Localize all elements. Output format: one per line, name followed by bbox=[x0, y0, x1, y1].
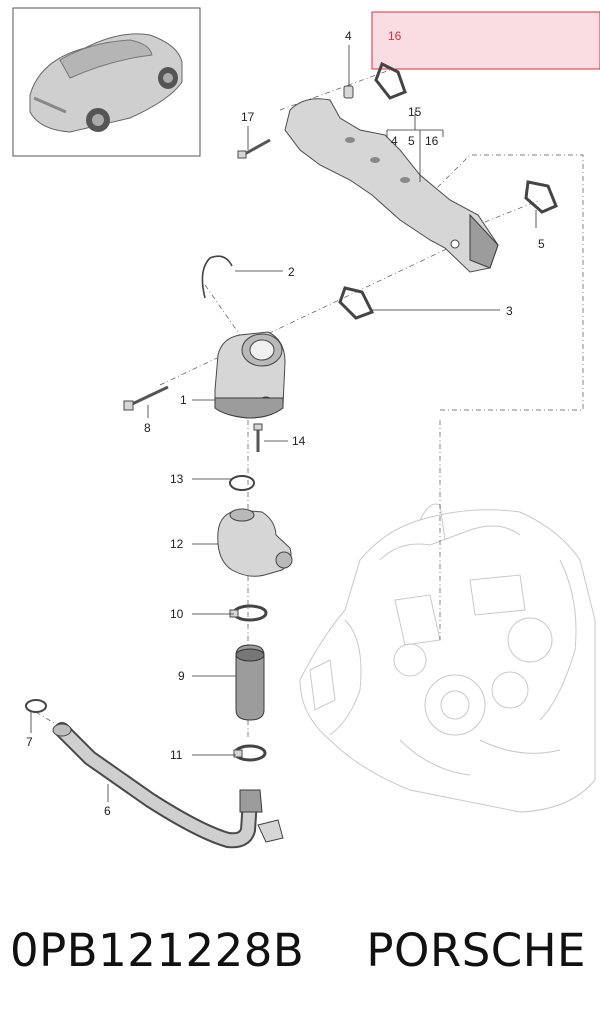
callout-7: 7 bbox=[26, 735, 33, 749]
callout-13: 13 bbox=[170, 472, 184, 486]
clamp-part-10 bbox=[229, 604, 268, 622]
thermostat-housing-part-1 bbox=[214, 331, 286, 419]
callout-8: 8 bbox=[144, 421, 151, 435]
part-number: 0PB121228B bbox=[10, 923, 305, 977]
callout-12: 12 bbox=[170, 537, 184, 551]
seal-part-5 bbox=[524, 180, 558, 214]
callout-17: 17 bbox=[241, 110, 255, 124]
coolant-manifold-part bbox=[284, 98, 499, 273]
group-member-5: 5 bbox=[408, 134, 415, 148]
group-label-15: 15 bbox=[408, 105, 422, 119]
seal-part-3 bbox=[338, 286, 375, 320]
group-member-16: 16 bbox=[425, 134, 439, 148]
group-member-4: 4 bbox=[391, 134, 398, 148]
pipe-part-6 bbox=[52, 722, 284, 849]
engine-background bbox=[299, 503, 596, 813]
assembly-lines bbox=[35, 69, 584, 740]
callout-labels: 4 17 15 4 5 16 5 2 3 1 8 14 13 12 10 9 7… bbox=[26, 29, 545, 818]
callout-2: 2 bbox=[288, 265, 295, 279]
clamp-part-11 bbox=[233, 744, 267, 762]
caption-bar: 0PB121228B PORSCHE bbox=[0, 905, 600, 995]
screw-part-14 bbox=[253, 423, 263, 452]
callout-3: 3 bbox=[506, 304, 513, 318]
brand-name: PORSCHE bbox=[366, 923, 586, 977]
o-ring-part-7 bbox=[25, 699, 47, 713]
car-thumbnail bbox=[12, 7, 201, 157]
callout-10: 10 bbox=[170, 607, 184, 621]
clip-part-2 bbox=[201, 255, 233, 299]
callout-1: 1 bbox=[180, 393, 187, 407]
callout-6: 6 bbox=[104, 804, 111, 818]
valve-part-12 bbox=[217, 508, 293, 577]
leader-lines bbox=[30, 45, 537, 802]
callout-14: 14 bbox=[292, 434, 306, 448]
bolt-part-8 bbox=[123, 385, 169, 411]
bolt-part-17 bbox=[237, 138, 271, 159]
callout-9: 9 bbox=[178, 669, 185, 683]
callout-4: 4 bbox=[345, 29, 352, 43]
callout-11: 11 bbox=[170, 748, 183, 762]
highlight-box-item-16: 16 bbox=[371, 11, 600, 70]
parts-diagram: 16 bbox=[12, 7, 600, 849]
seal-part-16 bbox=[374, 61, 407, 100]
callout-5: 5 bbox=[538, 237, 545, 251]
highlight-number: 16 bbox=[388, 29, 402, 43]
o-ring-part-13 bbox=[229, 475, 255, 491]
hose-part-9 bbox=[235, 644, 265, 721]
sleeve-part-4 bbox=[343, 85, 354, 99]
